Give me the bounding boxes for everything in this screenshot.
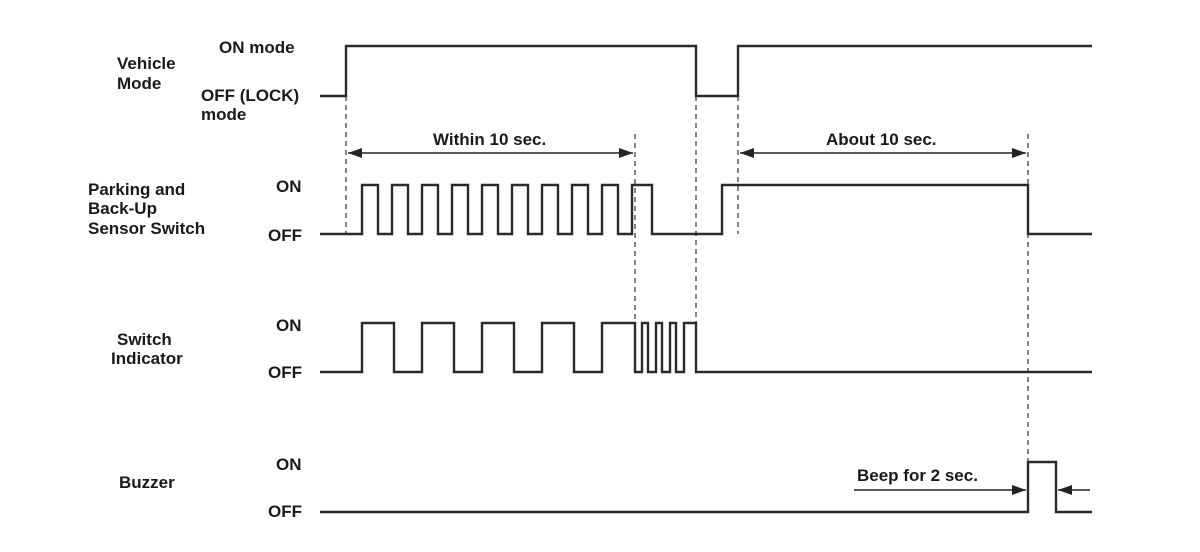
within-10-sec-dimension: [348, 148, 633, 158]
beep-2-sec-label: Beep for 2 sec.: [857, 466, 978, 485]
arrowhead-left: [1058, 485, 1072, 495]
vehicle-mode-waveform: [320, 44, 1092, 98]
arrowhead-left: [348, 148, 362, 158]
beep-2-sec-dimension: [854, 485, 1090, 495]
buzzer-waveform: [320, 460, 1092, 514]
buzzer-off-label: OFF: [268, 502, 302, 521]
buzzer-on-label: ON: [276, 455, 302, 474]
sensor-switch-on-label: ON: [276, 177, 302, 196]
sensor-switch-waveform: [320, 183, 1092, 236]
arrowhead-left: [740, 148, 754, 158]
switch-indicator-on-label: ON: [276, 316, 302, 335]
vehicle-mode-name-line1: Vehicle: [117, 54, 176, 73]
switch-indicator-off-label: OFF: [268, 363, 302, 382]
about-10-sec-label: About 10 sec.: [826, 130, 937, 149]
vehicle-mode-on-label: ON mode: [219, 38, 295, 57]
sensor-switch-name-line2: Back-Up: [88, 199, 157, 218]
arrowhead-right: [619, 148, 633, 158]
sensor-switch-name-line3: Sensor Switch: [88, 219, 205, 238]
sensor-switch-name-line1: Parking and: [88, 180, 185, 199]
within-10-sec-label: Within 10 sec.: [433, 130, 546, 149]
switch-indicator-name-line2: Indicator: [111, 349, 183, 368]
vehicle-mode-off-label-line1: OFF (LOCK): [201, 86, 299, 105]
arrowhead-right: [1012, 485, 1026, 495]
arrowhead-right: [1012, 148, 1026, 158]
switch-indicator-waveform: [320, 321, 1092, 374]
sensor-switch-off-label: OFF: [268, 226, 302, 245]
reference-lines: [345, 96, 1029, 512]
buzzer-name: Buzzer: [119, 473, 175, 492]
switch-indicator-name-line1: Switch: [117, 330, 172, 349]
about-10-sec-dimension: [740, 148, 1026, 158]
vehicle-mode-off-label-line2: mode: [201, 105, 246, 124]
vehicle-mode-name-line2: Mode: [117, 74, 161, 93]
